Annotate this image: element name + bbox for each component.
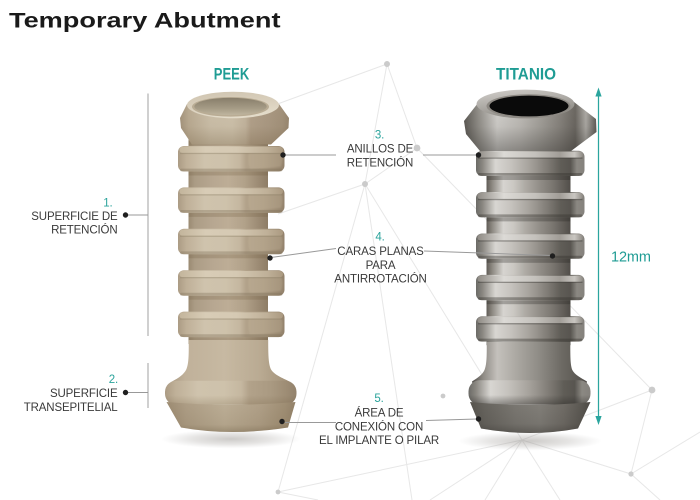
svg-text:RETENCIÓN: RETENCIÓN <box>51 224 117 237</box>
svg-text:TRANSEPITELIAL: TRANSEPITELIAL <box>24 402 119 414</box>
svg-text:1.: 1. <box>103 197 112 209</box>
svg-text:4.: 4. <box>375 232 384 244</box>
svg-text:5.: 5. <box>374 393 383 405</box>
svg-text:RETENCIÓN: RETENCIÓN <box>347 156 413 169</box>
svg-text:ÁREA DE: ÁREA DE <box>355 407 404 420</box>
svg-text:3.: 3. <box>375 129 384 141</box>
svg-text:SUPERFICIE: SUPERFICIE <box>50 388 118 400</box>
svg-text:2.: 2. <box>109 374 118 386</box>
svg-text:12mm: 12mm <box>611 250 651 266</box>
svg-text:PARA: PARA <box>366 260 396 272</box>
svg-text:PEEK: PEEK <box>214 65 250 84</box>
svg-text:EL IMPLANTE O PILAR: EL IMPLANTE O PILAR <box>319 435 439 447</box>
svg-text:Temporary Abutment: Temporary Abutment <box>9 8 281 32</box>
svg-text:ANILLOS DE: ANILLOS DE <box>347 144 414 156</box>
svg-text:CARAS PLANAS: CARAS PLANAS <box>337 246 424 258</box>
svg-text:CONEXIÓN CON: CONEXIÓN CON <box>335 420 423 433</box>
svg-text:ANTIRROTACIÓN: ANTIRROTACIÓN <box>334 273 426 286</box>
svg-text:SUPERFICIE DE: SUPERFICIE DE <box>31 211 118 223</box>
svg-text:TITANIO: TITANIO <box>496 65 556 84</box>
